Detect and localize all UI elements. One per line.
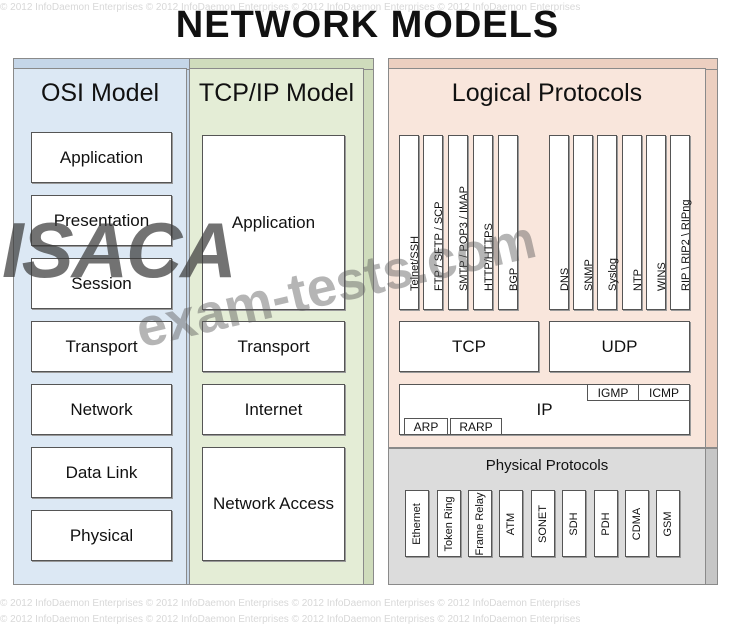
logical-title: Logical Protocols — [451, 79, 643, 107]
physical-gsm: GSM — [656, 490, 680, 557]
protocol-bgp: BGP — [498, 135, 520, 310]
page-title: NETWORK MODELS — [175, 4, 560, 46]
protocol-ntp: NTP — [622, 135, 644, 310]
osi-layer-presentation: Presentation — [31, 195, 172, 246]
physical-cdma: CDMA — [625, 490, 649, 557]
protocol-arp: ARP — [404, 418, 448, 435]
protocol-ftp-sftp-scp: FTP / SFTP / SCP — [423, 135, 445, 310]
protocol-rip: RIP \ RIP2 \ RIPng — [670, 135, 692, 310]
protocol-snmp: SNMP — [573, 135, 595, 310]
physical-panel-side — [704, 448, 718, 585]
protocol-dns: DNS — [549, 135, 571, 310]
protocol-udp: UDP — [549, 321, 690, 372]
osi-layer-transport: Transport — [31, 321, 172, 372]
physical-sonet: SONET — [531, 490, 555, 557]
osi-layer-session: Session — [31, 258, 172, 309]
osi-layer-network: Network — [31, 384, 172, 435]
physical-pdh: PDH — [594, 490, 618, 557]
physical-title: Physical Protocols — [485, 457, 609, 474]
physical-token-ring: Token Ring — [437, 490, 461, 557]
tcpip-layer-transport: Transport — [202, 321, 345, 372]
protocol-http-https: HTTP/HTTPS — [473, 135, 495, 310]
protocol-telnet-ssh: Telnet/SSH — [399, 135, 421, 310]
protocol-tcp: TCP — [399, 321, 539, 372]
physical-atm: ATM — [499, 490, 523, 557]
physical-ethernet: Ethernet — [405, 490, 429, 557]
protocol-wins: WINS — [646, 135, 668, 310]
osi-title: OSI Model — [40, 79, 160, 107]
osi-layer-data-link: Data Link — [31, 447, 172, 498]
tcpip-layer-application: Application — [202, 135, 345, 310]
background-copyright-line: © 2012 InfoDaemon Enterprises © 2012 Inf… — [0, 598, 581, 609]
protocol-syslog: Syslog — [597, 135, 619, 310]
osi-layer-physical: Physical — [31, 510, 172, 561]
protocol-icmp: ICMP — [638, 384, 690, 401]
physical-frame-relay: Frame Relay — [468, 490, 492, 557]
logical-panel-side — [704, 58, 718, 448]
background-copyright-top: © 2012 InfoDaemon Enterprises © 2012 Inf… — [0, 2, 581, 13]
protocol-rarp: RARP — [450, 418, 502, 435]
protocol-smtp-pop3-imap: SMTP / POP3 / IMAP — [448, 135, 470, 310]
tcpip-title: TCP/IP Model — [198, 79, 355, 107]
tcpip-layer-internet: Internet — [202, 384, 345, 435]
background-copyright-line: © 2012 InfoDaemon Enterprises © 2012 Inf… — [0, 614, 581, 625]
osi-layer-application: Application — [31, 132, 172, 183]
tcpip-layer-network-access: Network Access — [202, 447, 345, 561]
physical-sdh: SDH — [562, 490, 586, 557]
protocol-igmp: IGMP — [587, 384, 639, 401]
